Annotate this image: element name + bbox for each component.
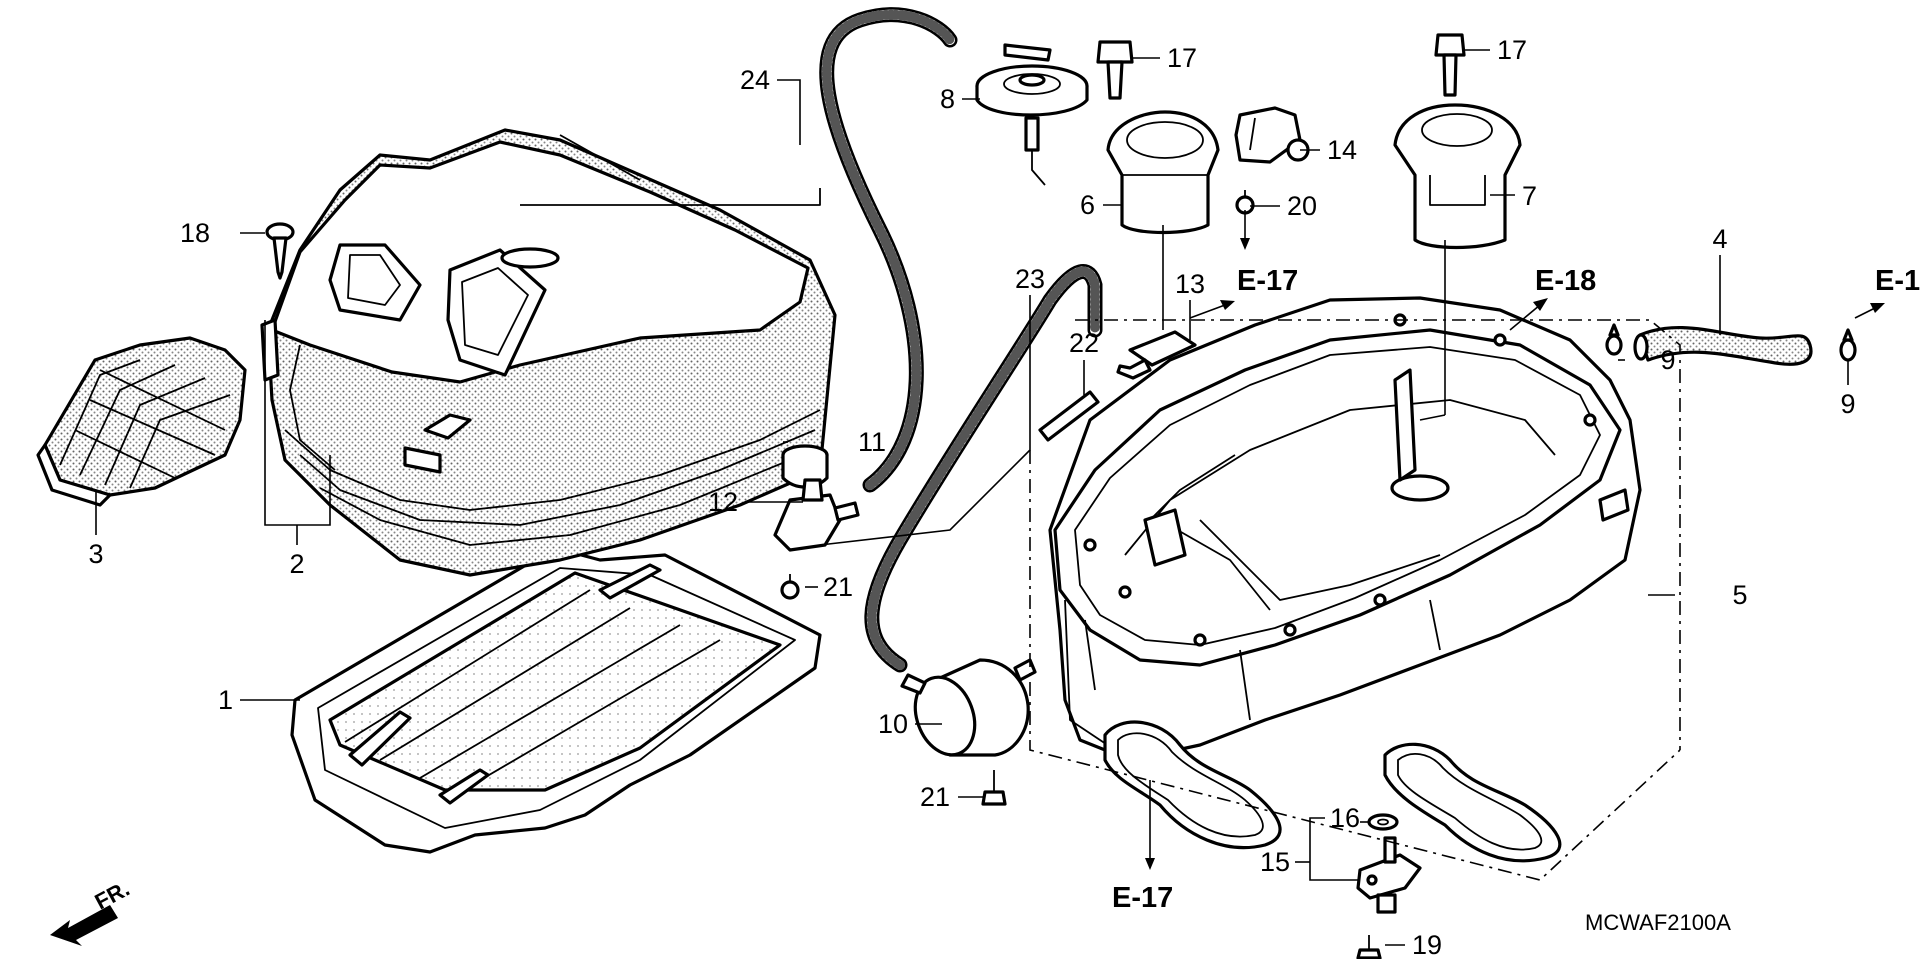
bolt-part-21-lower xyxy=(981,770,1007,806)
callout-18: 18 xyxy=(180,218,210,248)
joint-part-13 xyxy=(1116,330,1197,380)
filter-part-10 xyxy=(900,658,1037,757)
washer-part-16 xyxy=(1367,813,1399,831)
callout-13: 13 xyxy=(1175,269,1205,299)
reference-e17-bottom: E-17 xyxy=(1112,882,1173,914)
leader-lines xyxy=(95,49,1849,946)
callout-17-right: 17 xyxy=(1497,35,1527,65)
callout-21-lower: 21 xyxy=(920,782,950,812)
screw-part-18 xyxy=(265,222,295,280)
sensor-part-14 xyxy=(1234,106,1310,164)
callout-4: 4 xyxy=(1712,224,1727,254)
callout-9-left: 9 xyxy=(1660,345,1675,375)
bolt-part-19 xyxy=(1356,935,1382,960)
callout-numbers: 1 2 3 4 5 6 7 8 9 9 10 11 12 13 14 15 16… xyxy=(88,35,1855,960)
hose-clamp-right-part xyxy=(1839,328,1857,362)
callout-20: 20 xyxy=(1287,191,1317,221)
seal-right-part xyxy=(1383,742,1562,863)
cover-part-7 xyxy=(1393,103,1522,250)
intake-duct-part xyxy=(36,336,247,507)
callout-9-right: 9 xyxy=(1840,389,1855,419)
drain-hose-part xyxy=(1633,325,1813,366)
air-cleaner-cover-part xyxy=(260,128,837,577)
sensor-part-15 xyxy=(1356,836,1422,914)
pipe-part-22 xyxy=(1038,390,1100,442)
bolt-part-17-right xyxy=(1434,33,1466,97)
reference-e17-top: E-17 xyxy=(1237,265,1298,297)
section-references: E-17 E-18 E-1 E-17 xyxy=(1112,265,1920,914)
cover-part-6 xyxy=(1106,110,1220,235)
callout-8: 8 xyxy=(940,84,955,114)
hose-part-23 xyxy=(864,264,1103,673)
front-direction-arrow: FR. xyxy=(50,876,134,946)
callout-7: 7 xyxy=(1522,181,1537,211)
hose-part-24 xyxy=(819,7,958,493)
valve-part-12 xyxy=(773,478,860,552)
callout-5: 5 xyxy=(1732,580,1747,610)
callout-14: 14 xyxy=(1327,135,1357,165)
callout-21-upper: 21 xyxy=(823,572,853,602)
reference-e1: E-1 xyxy=(1875,265,1920,297)
bolt-part-17-left xyxy=(1096,40,1134,100)
callout-3: 3 xyxy=(88,539,103,569)
callout-19: 19 xyxy=(1412,930,1442,959)
reference-arrows xyxy=(1145,210,1885,870)
callout-10: 10 xyxy=(878,709,908,739)
callout-2: 2 xyxy=(289,549,304,579)
air-cleaner-case-part xyxy=(1048,296,1642,762)
callout-23: 23 xyxy=(1015,264,1045,294)
callout-15: 15 xyxy=(1260,847,1290,877)
callout-17-left: 17 xyxy=(1167,43,1197,73)
callout-12: 12 xyxy=(708,487,738,517)
bolt-part-20 xyxy=(1235,190,1255,215)
air-cleaner-element-part xyxy=(290,546,822,854)
seal-left-part xyxy=(1103,720,1282,850)
bolt-part-21-upper xyxy=(780,574,800,600)
callout-24: 24 xyxy=(740,65,770,95)
callout-6: 6 xyxy=(1080,190,1095,220)
callout-16: 16 xyxy=(1330,803,1360,833)
reference-e18: E-18 xyxy=(1535,265,1596,297)
valve-part-8 xyxy=(975,43,1089,186)
diagram-code: MCWAF2100A xyxy=(1585,910,1731,935)
callout-11: 11 xyxy=(858,427,886,457)
hose-clamp-left-part xyxy=(1605,323,1623,356)
callout-22: 22 xyxy=(1069,328,1099,358)
callout-1: 1 xyxy=(218,685,233,715)
front-label: FR. xyxy=(91,876,134,915)
